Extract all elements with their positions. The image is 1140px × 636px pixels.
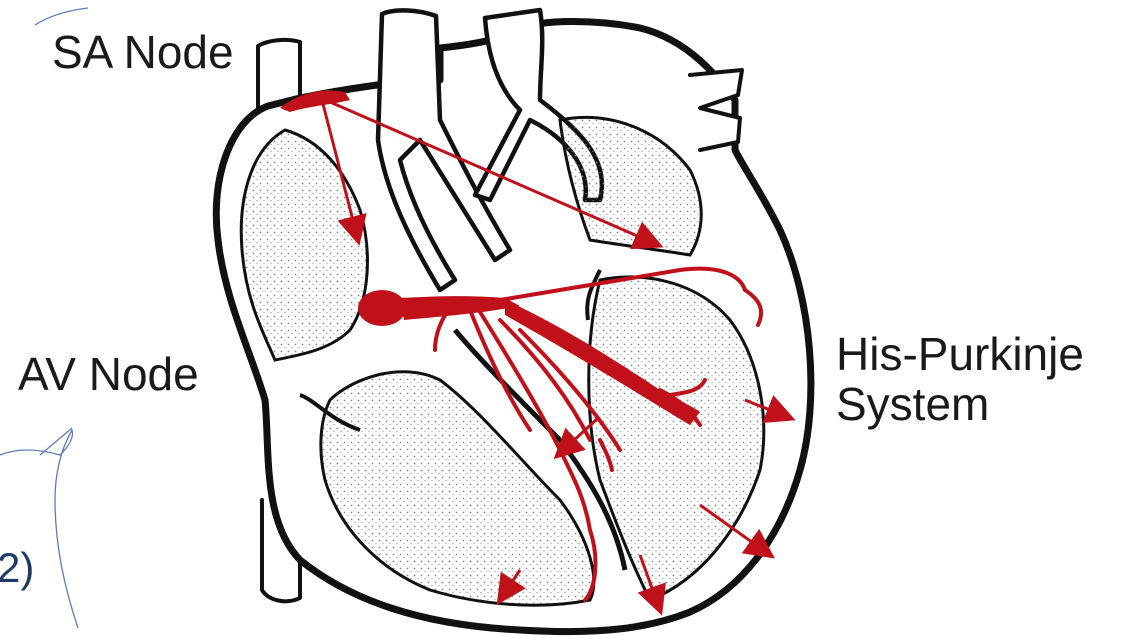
callout-line-upper xyxy=(40,428,72,455)
av-node xyxy=(358,290,406,326)
callout-lines xyxy=(0,8,88,628)
his-purkinje-label: His-Purkinje System xyxy=(836,330,1084,429)
partial-callout-text: 2) xyxy=(0,545,34,590)
callout-line-bracket xyxy=(0,430,78,628)
av-node-label: AV Node xyxy=(18,350,199,400)
sa-node-label: SA Node xyxy=(52,28,234,78)
his-purkinje-label-line1: His-Purkinje xyxy=(836,330,1084,380)
callout-line-top xyxy=(35,8,88,25)
his-purkinje-label-line2: System xyxy=(836,380,1084,430)
